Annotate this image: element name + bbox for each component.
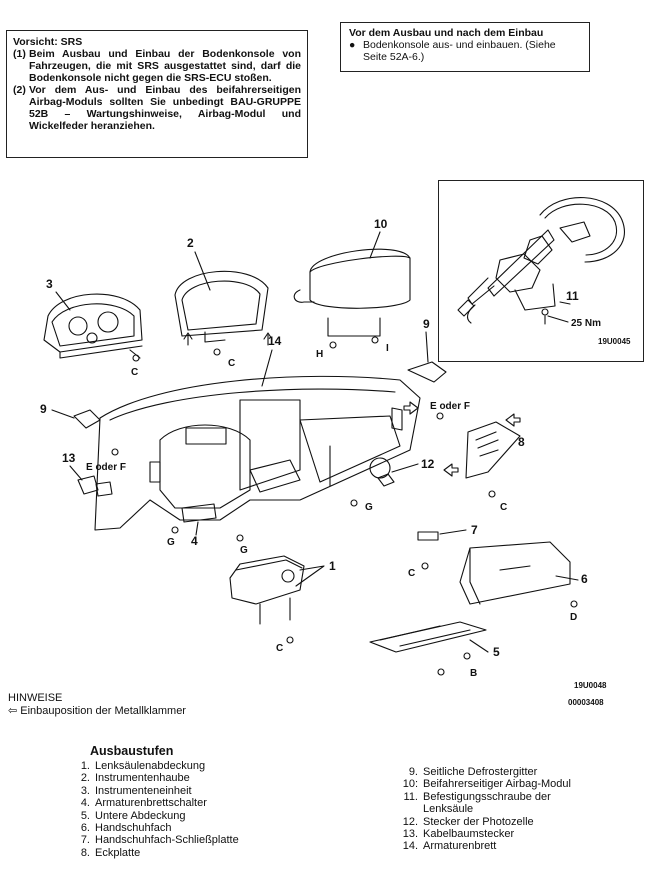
fastener-c: C xyxy=(228,358,235,369)
note-item: ● Bodenkonsole aus- und einbauen. (Siehe… xyxy=(349,39,581,63)
fastener-c: C xyxy=(500,502,507,513)
dashboard-drawing xyxy=(94,375,421,531)
callout-7: 7 xyxy=(471,523,478,537)
list-item: 2.Instrumentenhaube xyxy=(80,772,190,785)
callout-9: 9 xyxy=(423,317,430,331)
removal-steps-left: 1.Lenksäulenabdeckung 2.Instrumentenhaub… xyxy=(72,760,239,859)
warning-item-number: (1) xyxy=(13,48,26,60)
defroster-grille-left xyxy=(73,409,101,429)
hints-title: HINWEISE xyxy=(8,692,63,704)
callout-8: 8 xyxy=(518,435,525,449)
instrument-hood-drawing xyxy=(174,270,269,343)
removal-steps-title: Ausbaustufen xyxy=(90,744,174,758)
fastener-b: B xyxy=(470,668,477,679)
corner-plate-drawing xyxy=(465,421,521,479)
bullet-icon: ● xyxy=(349,39,356,51)
callout-5: 5 xyxy=(493,645,500,659)
instrument-cluster-drawing xyxy=(43,293,143,359)
list-item: 9.Seitliche Defrostergitter xyxy=(408,766,538,778)
fastener-c: C xyxy=(131,367,138,378)
warning-item: (2) Vor dem Aus- und Einbau des beifahre… xyxy=(13,84,301,132)
fastener-c: C xyxy=(408,568,415,579)
fastener-g: G xyxy=(167,537,175,548)
glovebox-drawing xyxy=(459,541,571,605)
dashboard-switch-drawing xyxy=(181,503,217,523)
list-item: 12.Stecker der Photozelle xyxy=(402,815,534,828)
callout-13: 13 xyxy=(62,451,76,465)
list-item: 7.Handschuhfach-Schließplatte xyxy=(80,834,239,847)
fastener-c: C xyxy=(276,643,283,654)
callout-2: 2 xyxy=(187,236,194,250)
steering-column-inset xyxy=(438,180,644,362)
callout-1: 1 xyxy=(329,559,336,573)
inset-figure-code: 19U0045 xyxy=(598,337,631,346)
harness-connector-drawing xyxy=(77,475,113,497)
fastener-g: G xyxy=(365,502,373,513)
list-item: 3.Instrumenteneinheit xyxy=(80,784,192,797)
callout-12: 12 xyxy=(421,457,435,471)
list-item: 4.Armaturenbrettschalter xyxy=(80,797,207,810)
warning-item: (1) Beim Ausbau und Einbau der Bodenkons… xyxy=(13,48,301,84)
callout-14: 14 xyxy=(268,334,282,348)
warning-item-text: Vor dem Aus- und Einbau des beifahrersei… xyxy=(29,84,301,132)
fastener-e-or-f: E oder F xyxy=(430,401,470,412)
passenger-airbag-drawing xyxy=(293,248,411,337)
fastener-h: H xyxy=(316,349,323,360)
lower-cover-drawing xyxy=(369,621,487,653)
hint-text: Einbauposition der Metallklammer xyxy=(20,705,186,717)
metal-clip-arrow-icon: ⇦ xyxy=(8,705,18,717)
steering-column-drawing xyxy=(457,197,625,325)
list-item: 1.Lenksäulenabdeckung xyxy=(80,760,206,772)
note-title: Vor dem Ausbau und nach dem Einbau xyxy=(349,27,544,39)
callout-6: 6 xyxy=(581,572,588,586)
list-item: 14.Armaturenbrett xyxy=(402,840,497,853)
document-code: 00003408 xyxy=(568,698,604,707)
hints-section: HINWEISE ⇦ Einbauposition der Metallklam… xyxy=(8,692,186,718)
fastener-d: D xyxy=(570,612,577,623)
warning-item-text: Beim Ausbau und Einbau der Bodenkonsole … xyxy=(29,48,301,84)
list-item: 8.Eckplatte xyxy=(80,846,141,859)
steering-column-cover-drawing xyxy=(229,555,305,625)
figure-code: 19U0048 xyxy=(574,681,607,690)
procedure-note-box: Vor dem Ausbau und nach dem Einbau ● Bod… xyxy=(340,22,590,72)
list-item: 13.Kabelbaumstecker xyxy=(402,828,515,841)
list-item: 5.Untere Abdeckung xyxy=(80,809,186,822)
warning-title: Vorsicht: SRS xyxy=(13,36,83,48)
list-item: 10:Beifahrerseitiger Airbag-Modul xyxy=(402,778,571,791)
callout-11: 11 xyxy=(566,289,579,303)
callout-10: 10 xyxy=(374,217,388,231)
callout-9: 9 xyxy=(40,402,47,416)
srs-warning-box: Vorsicht: SRS (1) Beim Ausbau und Einbau… xyxy=(6,30,308,158)
photocell-connector-drawing xyxy=(377,473,395,487)
removal-steps-right: 9.Seitliche Defrostergitter 10:Beifahrer… xyxy=(400,766,571,853)
torque-spec: 25 Nm xyxy=(571,318,601,329)
note-text: Bodenkonsole aus- und einbauen. (Siehe S… xyxy=(363,39,556,63)
fastener-g: G xyxy=(240,545,248,556)
list-item: 6.Handschuhfach xyxy=(80,822,172,835)
fastener-i: I xyxy=(386,343,389,354)
callout-3: 3 xyxy=(46,277,53,291)
list-item: 11.Befestigungsschraube der xyxy=(403,790,551,803)
list-item: Lenksäule xyxy=(423,803,474,816)
glovebox-striker-drawing xyxy=(417,531,439,541)
hint-line: ⇦ Einbauposition der Metallklammer xyxy=(8,705,186,718)
fastener-e-or-f: E oder F xyxy=(86,462,126,473)
callout-4: 4 xyxy=(191,534,198,548)
warning-item-number: (2) xyxy=(13,84,26,96)
defroster-grille-right xyxy=(407,361,447,383)
